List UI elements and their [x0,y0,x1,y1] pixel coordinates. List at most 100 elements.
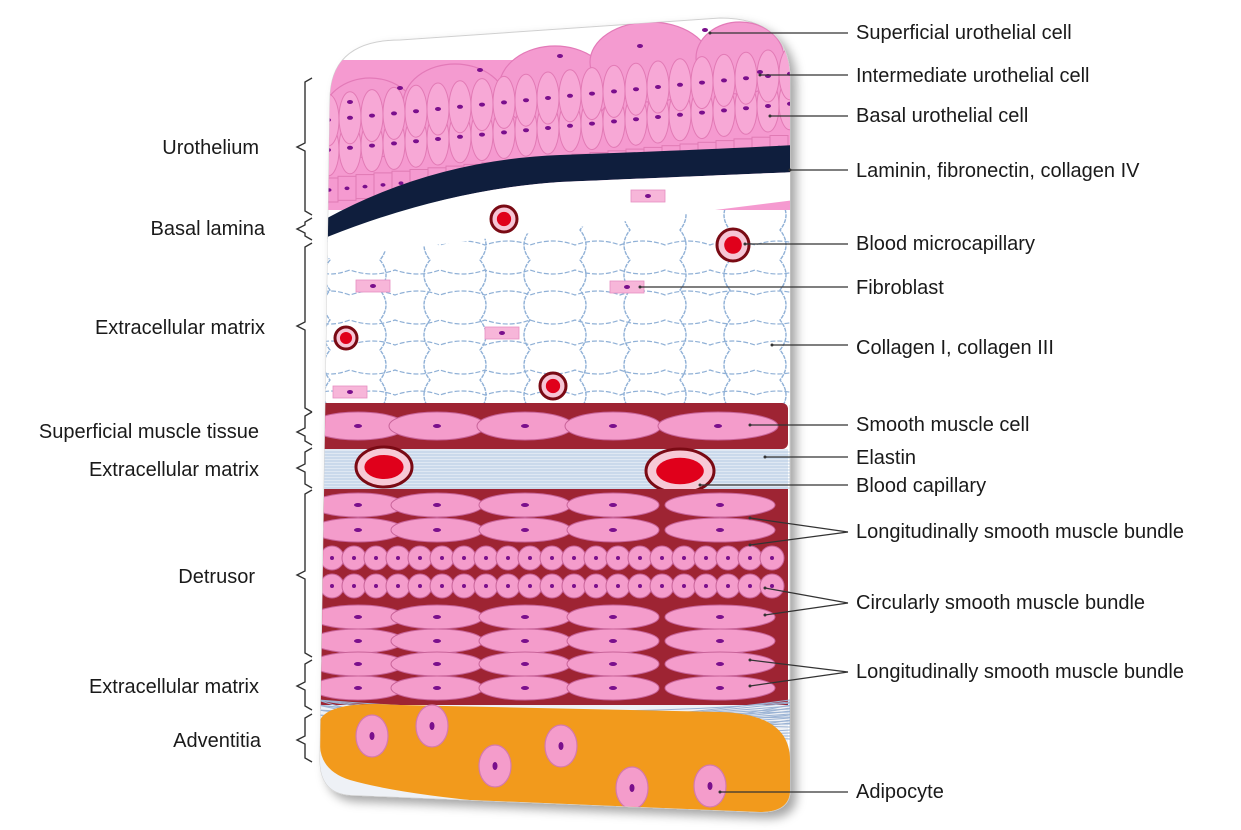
nucleus [559,742,564,750]
nucleus [567,94,573,98]
nucleus [757,70,763,74]
nucleus [347,100,353,104]
capillary-lumen [364,455,403,479]
nucleus [616,584,620,588]
label-fibroblast: Fibroblast [856,276,944,300]
nucleus [330,584,334,588]
nucleus [363,185,368,189]
nucleus [370,732,375,740]
nucleus [484,556,488,560]
leader-dot [749,424,752,427]
capillary-lumen [340,332,352,344]
nucleus [374,556,378,560]
layer-bracket [297,218,312,240]
nucleus [714,424,722,428]
nucleus [638,556,642,560]
leader-dot [699,484,702,487]
label-intermediate-urothelial-cell: Intermediate urothelial cell [856,64,1089,88]
layer-bracket [297,490,312,657]
label-elastin: Elastin [856,446,916,470]
nucleus [528,584,532,588]
nucleus [391,111,397,115]
nucleus [677,83,683,87]
leader-dot [764,456,767,459]
nucleus [369,114,375,118]
nucleus [655,85,661,89]
nucleus [354,424,362,428]
nucleus [347,146,353,150]
nucleus [506,584,510,588]
leader-dot [764,614,767,617]
nucleus [708,782,713,790]
nucleus [609,528,617,532]
label-smooth-muscle-cell: Smooth muscle cell [856,413,1029,437]
nucleus [374,584,378,588]
nucleus [716,662,724,666]
nucleus [462,556,466,560]
nucleus [704,556,708,560]
label-circular-muscle-bundle: Circularly smooth muscle bundle [856,591,1145,615]
nucleus [655,115,661,119]
leader-dot [744,243,747,246]
nucleus [609,686,617,690]
layer-brackets [297,78,312,762]
nucleus [521,615,529,619]
nucleus [743,106,749,110]
label-adipocyte: Adipocyte [856,780,944,804]
capillary-lumen [497,212,511,226]
leader-dot [764,587,767,590]
nucleus [521,662,529,666]
nucleus [418,556,422,560]
nucleus [493,762,498,770]
nucleus [477,68,483,72]
nucleus [413,109,419,113]
nucleus [352,556,356,560]
leader-dot [759,74,762,77]
label-adventitia: Adventitia [173,729,261,753]
nucleus [352,584,356,588]
nucleus [716,615,724,619]
nucleus [545,126,551,130]
nucleus [433,615,441,619]
nucleus [354,615,362,619]
label-detrusor: Detrusor [178,565,255,589]
nucleus [521,424,529,428]
nucleus [354,686,362,690]
nucleus [770,556,774,560]
label-basal-lamina: Basal lamina [150,217,265,241]
nucleus [397,86,403,90]
nucleus [716,528,724,532]
nucleus [433,662,441,666]
nucleus [501,130,507,134]
layer-bracket [297,412,312,445]
nucleus [721,108,727,112]
nucleus [523,128,529,132]
nucleus [716,686,724,690]
leader-dot [749,544,752,547]
nucleus [677,113,683,117]
nucleus [521,503,529,507]
nucleus [433,528,441,532]
nucleus [787,102,793,106]
nucleus [501,100,507,104]
nucleus [545,96,551,100]
nucleus [682,556,686,560]
nucleus [702,28,708,32]
leader-dot [639,286,642,289]
nucleus [572,556,576,560]
leader-dot [749,517,752,520]
label-extracellular-matrix-3: Extracellular matrix [89,675,259,699]
nucleus [638,584,642,588]
nucleus [682,584,686,588]
nucleus [594,584,598,588]
nucleus [726,556,730,560]
nucleus [660,584,664,588]
fibroblast-nucleus [499,331,505,335]
label-superficial-urothelial-cell: Superficial urothelial cell [856,21,1072,45]
nucleus [354,503,362,507]
nucleus [484,584,488,588]
nucleus [347,116,353,120]
nucleus [630,784,635,792]
nucleus [716,503,724,507]
